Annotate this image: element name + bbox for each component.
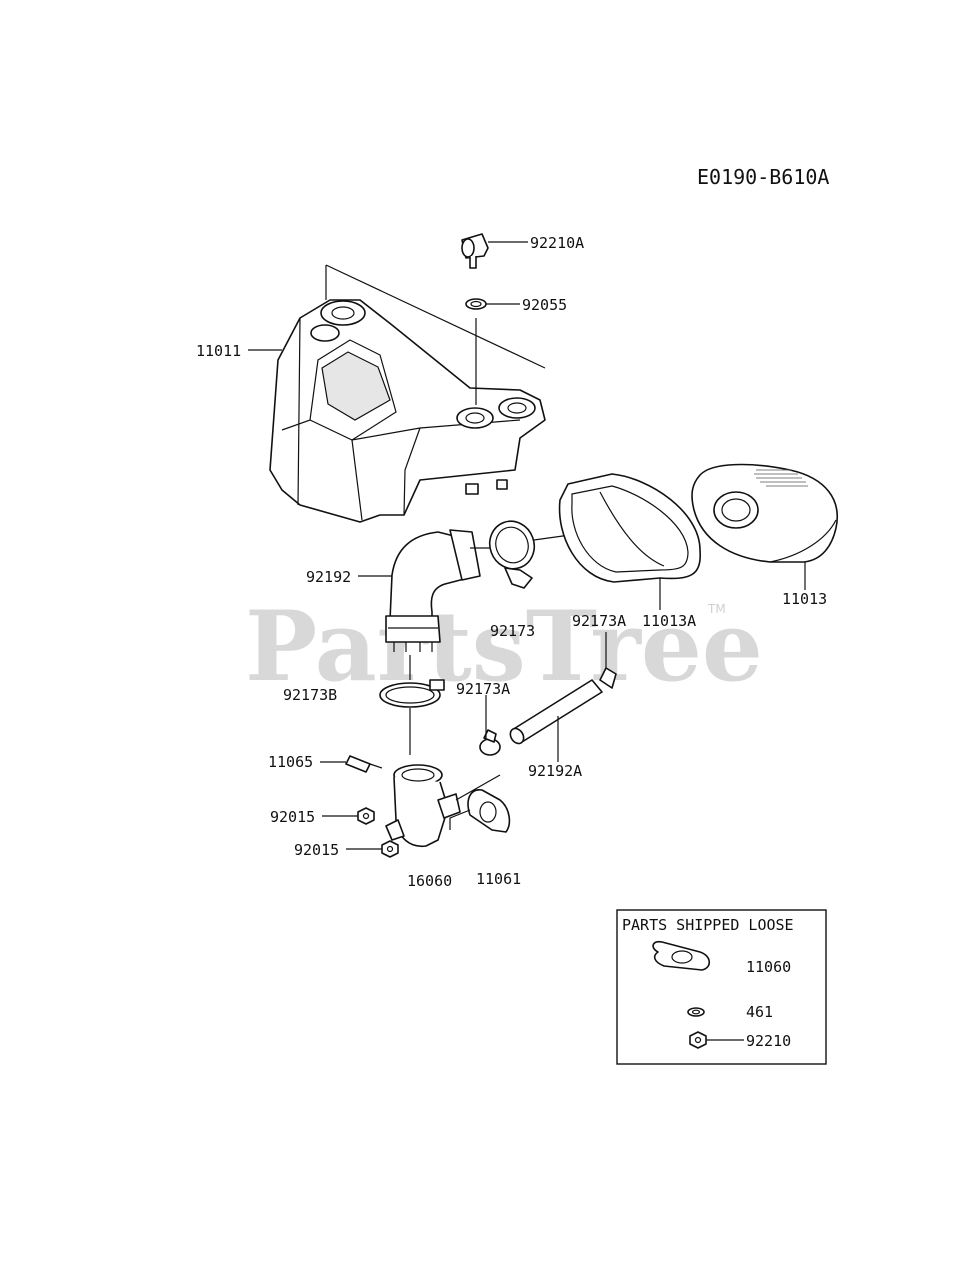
label-92015-b: 92015 (294, 841, 339, 859)
band-clamp-icon[interactable] (379, 679, 445, 708)
label-92015-a: 92015 (270, 808, 315, 826)
washer-loose-icon[interactable] (687, 1007, 705, 1017)
breather-hose-icon[interactable] (508, 667, 617, 746)
loose-item-part-1: 11060 (746, 958, 791, 976)
gasket-loose-icon[interactable] (652, 940, 711, 971)
watermark-tm: TM (707, 602, 726, 616)
loose-item-part-3: 92210 (746, 1032, 791, 1050)
nut-loose-icon[interactable] (689, 1031, 707, 1049)
label-92173A-mid: 92173A (456, 680, 510, 698)
loose-box-title: PARTS SHIPPED LOOSE (622, 916, 794, 934)
watermark-text: PartsTree (245, 590, 763, 703)
parts-shipped-loose-box: PARTS SHIPPED LOOSE 11060 461 92210 (616, 909, 827, 1065)
intake-elbow-icon[interactable] (385, 764, 461, 847)
label-92173B: 92173B (283, 686, 337, 704)
label-11013A: 11013A (642, 612, 696, 630)
label-92055: 92055 (522, 296, 567, 314)
elbow-hose-icon[interactable] (385, 529, 481, 652)
label-92210A: 92210A (530, 234, 584, 252)
stud-bolt-icon[interactable] (345, 755, 383, 773)
washer-icon[interactable] (465, 298, 487, 310)
small-clamp-icon[interactable] (479, 729, 501, 756)
label-92173A-top: 92173A (572, 612, 626, 630)
diagram-code: E0190-B610A (697, 165, 829, 189)
label-11065: 11065 (268, 753, 313, 771)
label-16060: 16060 (407, 872, 452, 890)
gasket-icon[interactable] (467, 789, 511, 833)
wing-bolt-icon[interactable] (461, 233, 489, 269)
loose-item-part-2: 461 (746, 1003, 773, 1021)
label-92173: 92173 (490, 622, 535, 640)
nut-icon-b[interactable] (381, 840, 399, 858)
label-92192A: 92192A (528, 762, 582, 780)
air-filter-element-icon[interactable] (691, 463, 838, 563)
pre-cleaner-element-icon[interactable] (558, 473, 701, 583)
label-92192: 92192 (306, 568, 351, 586)
air-cleaner-cover-icon[interactable] (269, 299, 546, 523)
label-11011: 11011 (196, 342, 241, 360)
nut-icon-a[interactable] (357, 807, 375, 825)
label-11013: 11013 (782, 590, 827, 608)
hose-clamp-icon[interactable] (483, 515, 541, 589)
label-11061: 11061 (476, 870, 521, 888)
